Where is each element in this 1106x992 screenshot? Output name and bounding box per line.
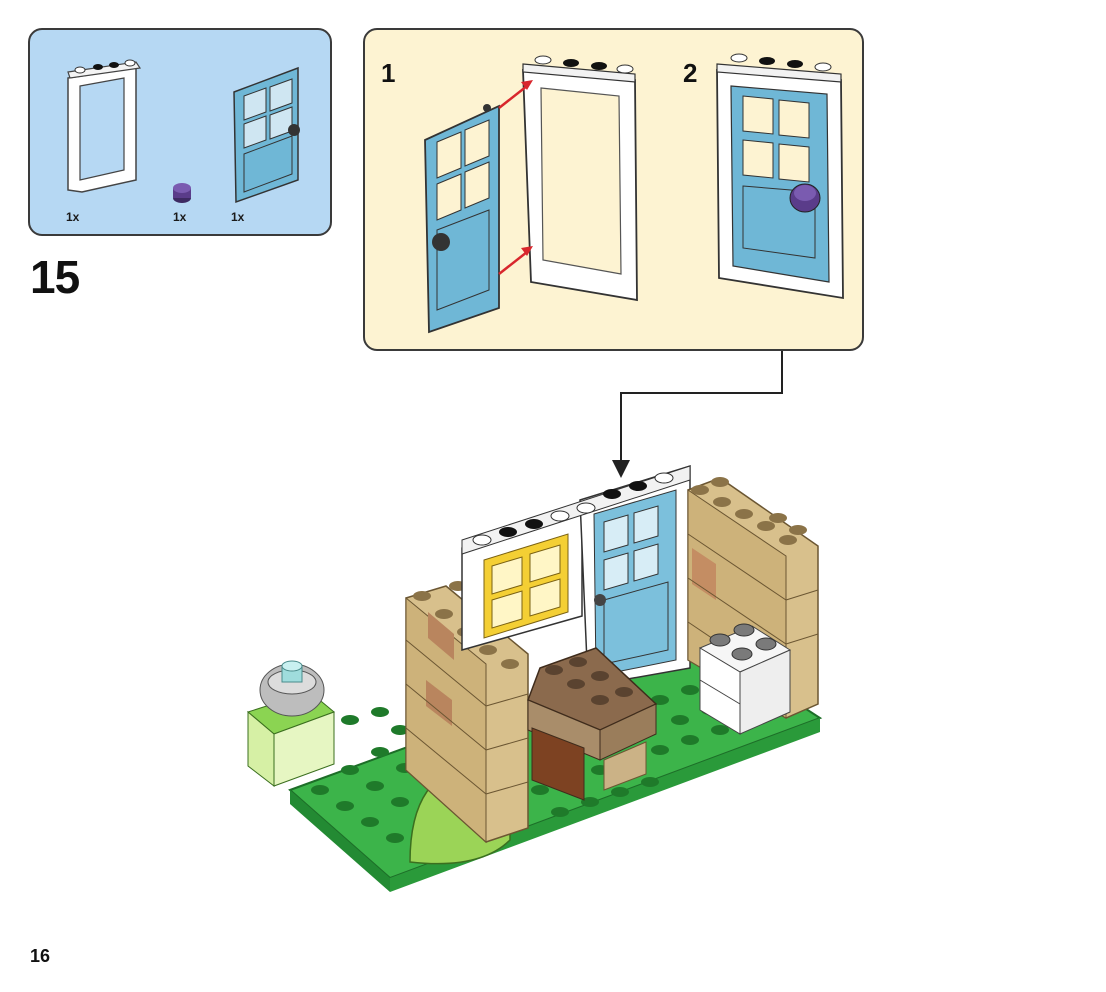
page-number: 16 [30, 946, 51, 966]
part-qty-frame: 1x [66, 210, 80, 224]
substep-number-2: 2 [683, 58, 698, 88]
substep1-frame [522, 55, 638, 302]
parts-illustration [67, 59, 300, 204]
right-wall-studs [691, 477, 807, 545]
substep1-door [424, 104, 500, 334]
round-plate-part [173, 183, 191, 203]
part-qty-door: 1x [231, 210, 245, 224]
substep-number-1: 1 [381, 58, 396, 88]
placement-arrow [612, 351, 783, 478]
parts-callout: 1x 1x 1x [28, 28, 332, 236]
brown-bench [527, 647, 658, 801]
subassembly-illustration [424, 53, 844, 334]
back-wall-window [461, 508, 583, 651]
blue-door-part [233, 66, 300, 204]
top-brick-studs [461, 465, 691, 555]
door-frame-part [67, 59, 142, 193]
placed-door [579, 464, 691, 687]
left-tan-wall [405, 585, 529, 844]
part-qty-plate: 1x [173, 210, 187, 224]
white-corner-block [698, 623, 792, 735]
substep2-assembled-door [716, 53, 844, 300]
assembly-arrows [498, 80, 533, 275]
step-number: 15 [30, 251, 80, 303]
subassembly-callout: 1 2 [363, 28, 864, 351]
lamp-globe [259, 660, 325, 717]
